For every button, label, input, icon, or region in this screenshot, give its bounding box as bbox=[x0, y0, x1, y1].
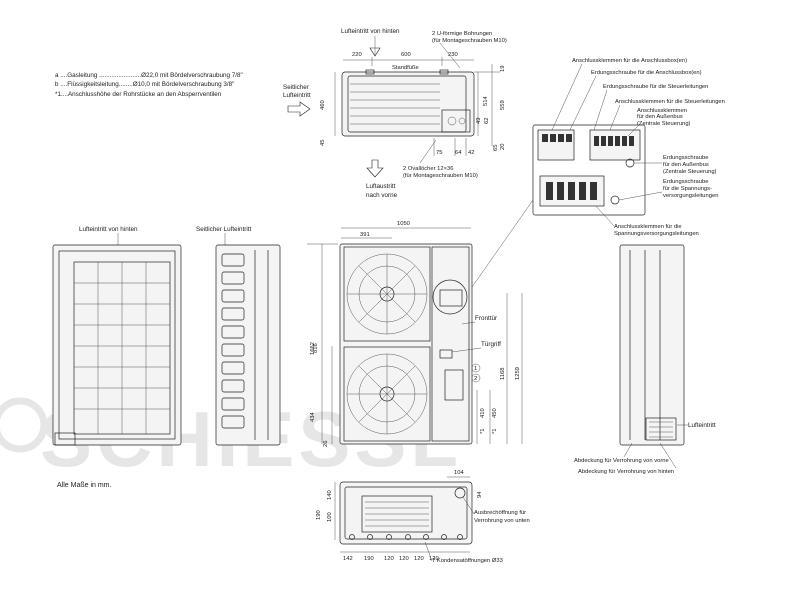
terminal-label-6c: (Zentrale Steuerung) bbox=[663, 169, 717, 175]
terminal-label-5c: (Zentrale Steuerung) bbox=[637, 121, 691, 127]
cover-rear-label: Abdeckung für Verrohrung von hinten bbox=[578, 469, 674, 475]
legend-gas-line: a ....Gasleitung .......................… bbox=[55, 72, 243, 79]
dim-1050: 1050 bbox=[397, 221, 410, 227]
arrow-right-icon bbox=[287, 101, 311, 117]
terminal-label-6b: für den Außenbus bbox=[663, 162, 709, 168]
u-holes-sub-label: (für Montageschrauben M10) bbox=[432, 38, 507, 44]
terminal-label-6a: Erdungsschraube bbox=[663, 155, 708, 161]
dim-26: 26 bbox=[323, 441, 329, 447]
dim-star-2: *1 bbox=[492, 429, 498, 434]
right-side-view: Lufteintritt Abdeckung für Verrohrung vo… bbox=[574, 244, 716, 475]
rear-view: Lufteintritt von hinten bbox=[52, 226, 182, 446]
dim-142: 142 bbox=[343, 556, 353, 562]
dim-600: 600 bbox=[401, 52, 411, 58]
arrow-down-icon bbox=[366, 159, 384, 178]
dim-75: 75 bbox=[436, 150, 442, 156]
terminal-label-4: Anschlussklemmen für die Steuerleitungen bbox=[615, 99, 725, 105]
dim-1259: 1259 bbox=[515, 367, 521, 380]
dim-19: 19 bbox=[500, 66, 506, 72]
dim-514: 514 bbox=[483, 96, 489, 106]
legend-liquid-line: b ....Flüssigkeitsleitung........Ø10,0 m… bbox=[55, 81, 234, 88]
dim-20: 20 bbox=[500, 144, 506, 150]
air-out-sub-label: nach vorne bbox=[366, 192, 398, 199]
dim-45: 45 bbox=[320, 140, 326, 146]
dim-62: 62 bbox=[484, 118, 490, 124]
rear-view-label: Lufteintritt von hinten bbox=[79, 226, 138, 233]
dim-559: 559 bbox=[500, 100, 506, 110]
knockout-label: Ausbrechöffnung für bbox=[474, 510, 526, 516]
dim-1662: 1662 bbox=[310, 342, 316, 355]
oval-holes-label: 2 Ovallöcher 12×36 bbox=[403, 166, 453, 172]
dim-94: 94 bbox=[477, 491, 483, 498]
terminal-label-2: Erdungsschraube für die Anschlussbox(en) bbox=[591, 70, 702, 76]
dim-220: 220 bbox=[352, 52, 362, 58]
front-view: 1050 391 Fronttür Türgriff 1 bbox=[307, 221, 523, 447]
dim-65: 65 bbox=[493, 145, 499, 151]
dim-120-b: 120 bbox=[399, 556, 409, 562]
dim-120-a: 120 bbox=[384, 556, 394, 562]
terminal-label-3: Erdungsschraube für die Steuerleitungen bbox=[603, 84, 708, 90]
side-air-in-label: Seitlicher bbox=[283, 84, 309, 91]
knockout-sub-label: Verrohrung von unten bbox=[474, 518, 530, 524]
dim-434: 434 bbox=[310, 412, 316, 422]
air-out-label: Luftaustritt bbox=[366, 183, 396, 190]
terminal-detail: Anschlussklemmen für die Anschlussbox(en… bbox=[462, 58, 725, 301]
dim-64: 64 bbox=[455, 150, 462, 156]
air-in-rear-top-label: Lufteintritt von hinten bbox=[341, 28, 400, 35]
dim-190-v: 190 bbox=[316, 510, 322, 520]
right-air-in-label: Lufteintritt bbox=[688, 422, 716, 429]
dim-42: 42 bbox=[468, 150, 474, 156]
oval-holes-sub-label: (für Montageschrauben M10) bbox=[403, 173, 478, 179]
legend-note: *1....Anschlusshöhe der Rohrstücke an de… bbox=[55, 91, 222, 98]
terminal-label-1: Anschlussklemmen für die Anschlussbox(en… bbox=[572, 58, 687, 64]
side-view-label: Seitlicher Lufteintritt bbox=[196, 226, 252, 233]
door-handle-label: Türgriff bbox=[481, 341, 501, 348]
bottom-view: 104 142 190 120 120 120 120 140 190 100 … bbox=[316, 470, 530, 564]
dim-190: 190 bbox=[364, 556, 374, 562]
dim-104: 104 bbox=[454, 470, 464, 476]
callout-1: 1 bbox=[474, 366, 477, 372]
front-door-label: Fronttür bbox=[475, 315, 497, 322]
dim-450: 450 bbox=[492, 408, 498, 418]
terminal-label-5b: für den Außenbus bbox=[637, 114, 683, 120]
dim-460: 460 bbox=[320, 100, 326, 110]
dim-816: 816 bbox=[313, 343, 319, 353]
terminal-label-7c: versorgungsleitungen bbox=[663, 193, 718, 199]
dim-120-d: 120 bbox=[429, 556, 439, 562]
dim-230: 230 bbox=[448, 52, 458, 58]
dim-star-1: *1 bbox=[480, 429, 486, 434]
dim-140: 140 bbox=[327, 490, 333, 500]
dim-49: 49 bbox=[476, 118, 482, 124]
terminal-label-8a: Anschlussklemmen für die bbox=[614, 224, 682, 230]
cover-front-label: Abdeckung für Verrohrung von vorne bbox=[574, 458, 669, 464]
units-note: Alle Maße in mm. bbox=[57, 482, 112, 489]
watermark-logo bbox=[0, 397, 48, 453]
terminal-label-7b: für die Spannungs- bbox=[663, 186, 712, 192]
dim-100: 100 bbox=[327, 512, 333, 522]
dim-391: 391 bbox=[360, 232, 370, 238]
terminal-label-7a: Erdungsschraube bbox=[663, 179, 708, 185]
callout-2: 2 bbox=[474, 376, 477, 382]
feet-label: Standfüße bbox=[392, 65, 419, 71]
u-holes-label: 2 U-förmige Bohrungen bbox=[432, 31, 492, 37]
side-air-in-sub-label: Lufteintritt bbox=[283, 92, 311, 99]
dim-120-c: 120 bbox=[414, 556, 424, 562]
terminal-label-5a: Anschlussklemmen bbox=[637, 108, 687, 114]
drain-label: 7 Kondensatöffnungen Ø33 bbox=[432, 558, 503, 564]
dim-410: 410 bbox=[480, 408, 486, 418]
dim-1168: 1168 bbox=[500, 368, 506, 380]
legend: a ....Gasleitung .......................… bbox=[55, 72, 243, 98]
side-view: Seitlicher Lufteintritt bbox=[196, 226, 281, 446]
top-view: Lufteintritt von hinten 2 U-förmige Bohr… bbox=[283, 28, 507, 199]
terminal-label-8b: Spannungsversorgungsleitungen bbox=[614, 231, 699, 237]
